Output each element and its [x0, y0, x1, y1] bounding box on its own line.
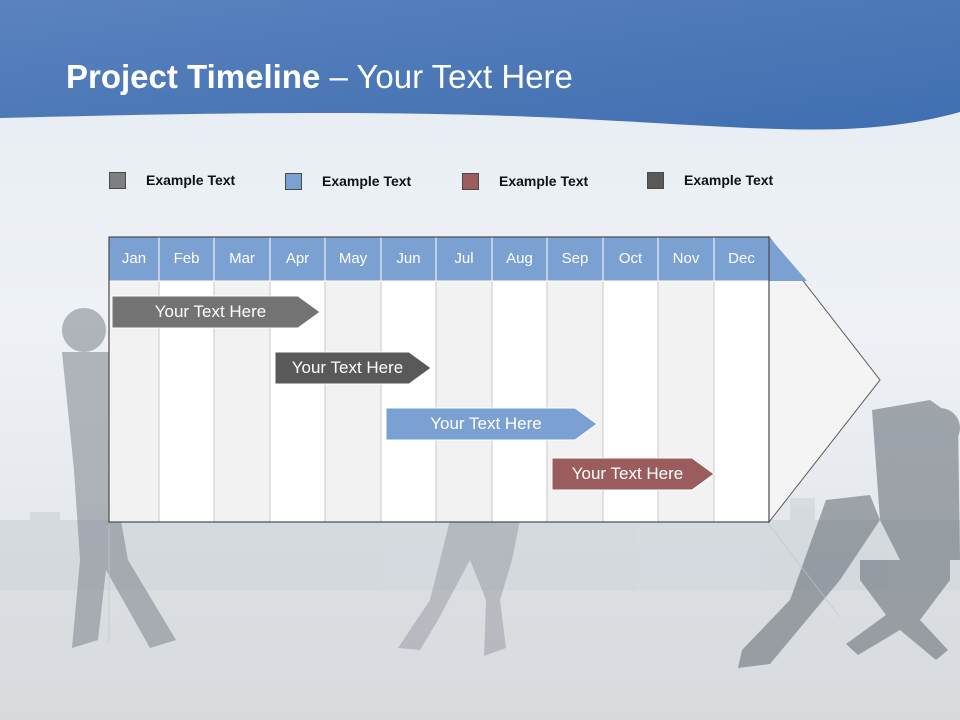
month-label-jan: Jan — [121, 250, 147, 267]
task-label-4: Your Text Here — [571, 464, 684, 483]
legend-swatch-1 — [109, 172, 126, 189]
task-label-1: Your Text Here — [154, 302, 267, 321]
legend-swatch-3 — [462, 173, 479, 190]
month-header-cell — [713, 236, 770, 282]
task-label-2: Your Text Here — [291, 358, 404, 377]
month-label-jun: Jun — [396, 250, 421, 267]
month-column — [491, 280, 548, 523]
month-label-mar: Mar — [229, 250, 255, 267]
person-center-figure — [398, 520, 520, 656]
person-left-figure — [62, 308, 176, 648]
month-column — [380, 280, 437, 523]
month-header-cell — [657, 236, 715, 282]
month-label-nov: Nov — [672, 250, 700, 267]
frame-reflection — [108, 524, 841, 642]
legend-label-3: Example Text — [499, 173, 589, 189]
month-label-aug: Aug — [506, 250, 533, 267]
month-header-cell — [546, 236, 604, 282]
title-rest: – Your Text Here — [320, 58, 573, 95]
month-label-may: May — [338, 250, 368, 267]
legend-swatch-2 — [285, 173, 302, 190]
task-label-3: Your Text Here — [430, 414, 542, 433]
month-header-cell — [602, 236, 659, 282]
month-label-jul: Jul — [454, 250, 474, 267]
month-header-cell — [269, 236, 326, 282]
month-header-cell — [108, 236, 160, 282]
task-arrow-4 — [551, 457, 715, 491]
month-column — [713, 280, 770, 523]
month-header-cell — [213, 236, 271, 282]
month-column — [324, 280, 382, 523]
legend-label-1: Example Text — [146, 172, 236, 188]
title-bold: Project Timeline — [66, 58, 321, 95]
task-arrow-1 — [111, 295, 321, 329]
month-label-dec: Dec — [728, 250, 755, 267]
task-arrow-2 — [274, 351, 432, 385]
month-header-cell — [324, 236, 382, 282]
month-column — [435, 280, 493, 523]
legend-label-4: Example Text — [684, 172, 774, 188]
month-label-apr: Apr — [285, 250, 310, 267]
month-header-cell — [491, 236, 548, 282]
month-label-sep: Sep — [561, 250, 589, 267]
header-wave-band — [0, 0, 960, 130]
month-label-oct: Oct — [618, 250, 643, 267]
timeline-frame — [108, 236, 770, 523]
arrow-header-cap — [769, 237, 807, 281]
month-label-feb: Feb — [173, 250, 200, 267]
task-arrow-3 — [385, 407, 598, 441]
legend-swatch-4 — [647, 172, 664, 189]
legend-label-2: Example Text — [322, 173, 412, 189]
person-in-chair-figure — [738, 400, 960, 668]
slide-title: Project Timeline – Your Text Here — [66, 58, 573, 96]
